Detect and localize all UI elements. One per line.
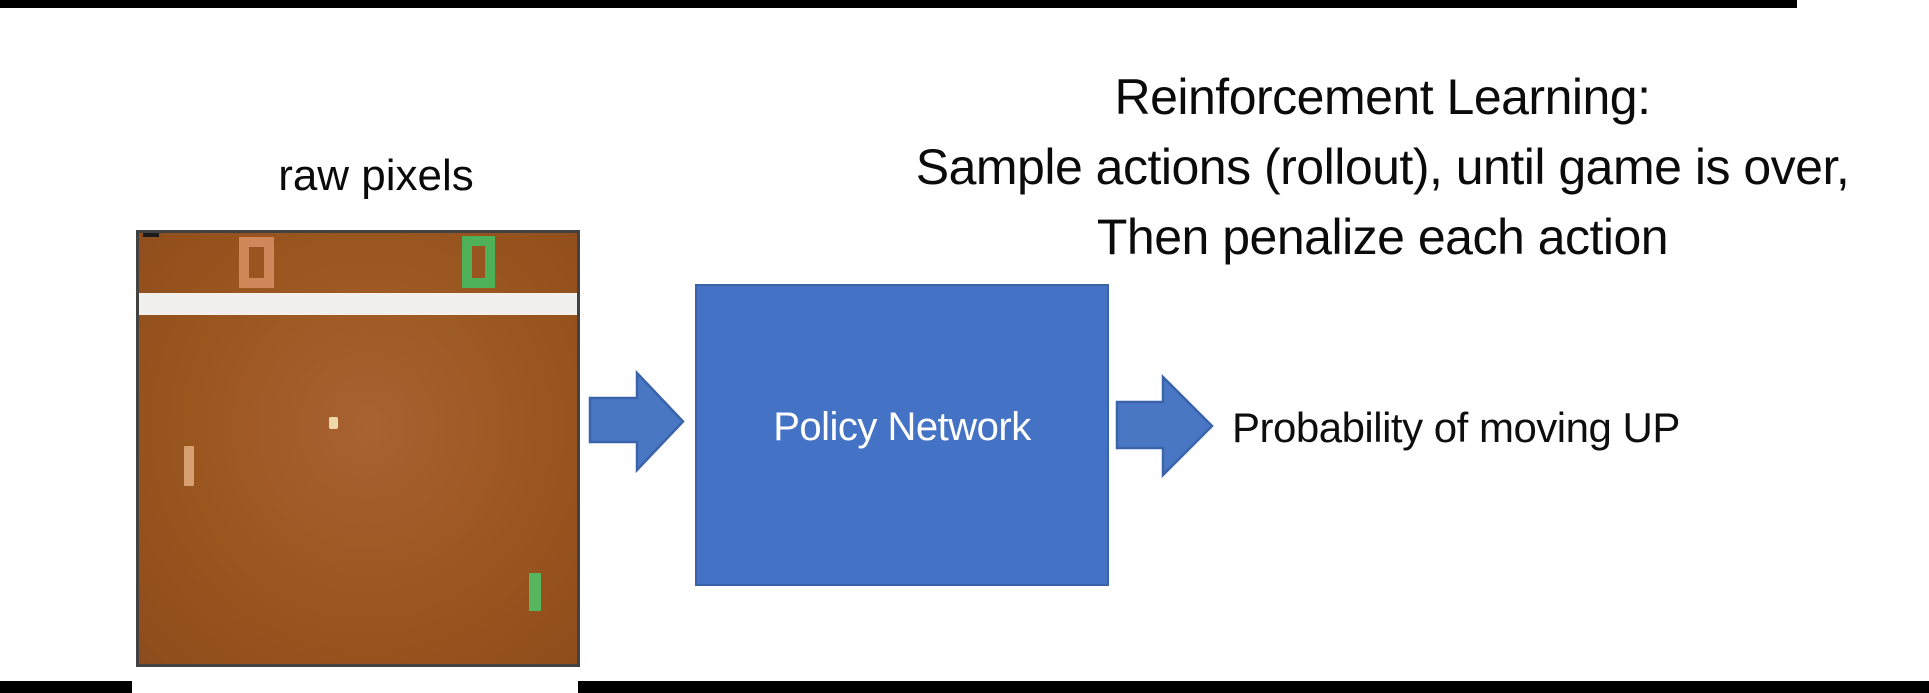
policy-network-label: Policy Network [773, 404, 1031, 449]
bottom-black-bar-left [0, 681, 132, 693]
pong-ball [329, 417, 338, 429]
title-line-3: Then penalize each action [1096, 209, 1669, 265]
score-left-orange-digit [239, 237, 274, 288]
top-black-bar [0, 0, 1797, 8]
probability-output-label: Probability of moving UP [1232, 404, 1680, 451]
right-paddle-green [529, 573, 541, 611]
bottom-black-bar-right [578, 681, 1929, 693]
top-wall-white-band [139, 293, 577, 315]
score-left-digit-hole [249, 247, 264, 278]
left-paddle-orange [184, 446, 194, 486]
score-right-digit-hole [472, 246, 485, 278]
title-line-1: Reinforcement Learning: [1114, 69, 1651, 125]
raw-pixels-caption: raw pixels [278, 151, 474, 200]
input-arrow-icon [588, 369, 685, 474]
output-arrow-shape [1115, 373, 1214, 479]
score-right-green-digit [462, 236, 495, 288]
title-line-2: Sample actions (rollout), until game is … [915, 139, 1850, 195]
policy-network-box: Policy Network [695, 284, 1109, 586]
screen-corner-artifact [143, 233, 159, 237]
input-arrow-shape [588, 369, 685, 474]
slide-title: Reinforcement Learning: Sample actions (… [836, 62, 1929, 272]
output-arrow-icon [1115, 373, 1214, 479]
pong-game-screenshot [136, 230, 580, 667]
